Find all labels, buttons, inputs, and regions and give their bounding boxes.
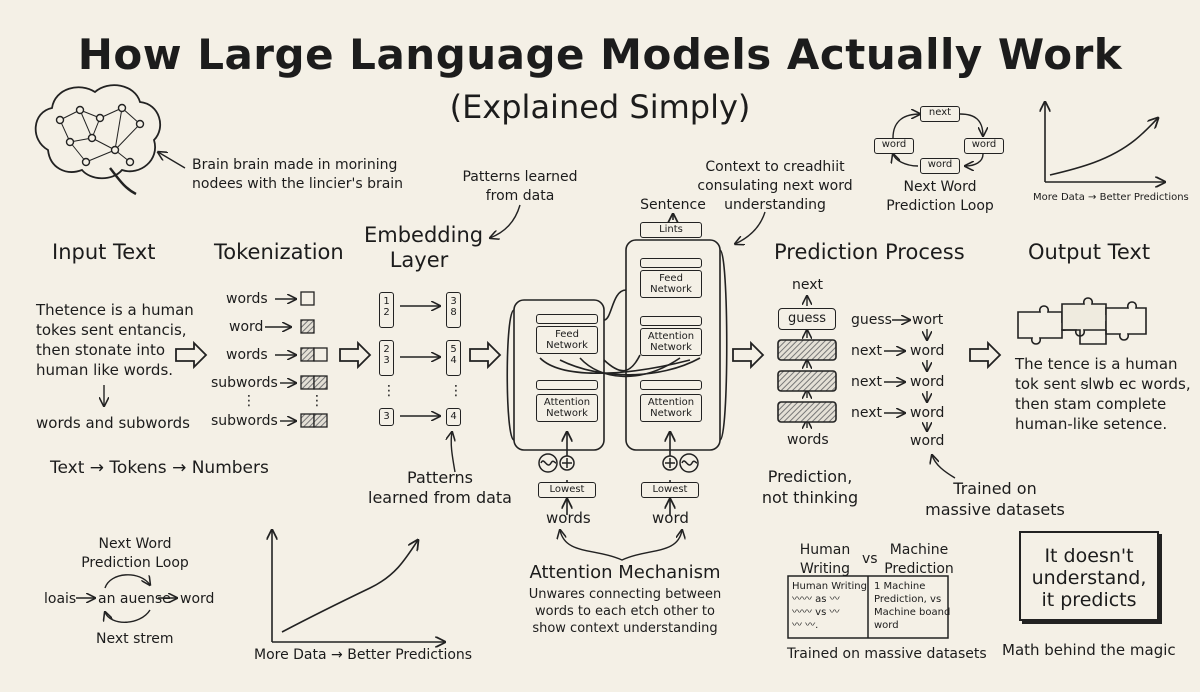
- prediction-row-left: next: [851, 374, 883, 390]
- prediction-row-right: word: [910, 343, 945, 359]
- token-row: word: [229, 319, 264, 335]
- top-loop-arrows: [893, 114, 983, 166]
- prediction-guess-box: guess: [778, 308, 836, 330]
- norm-box: [640, 316, 702, 326]
- prediction-row-left: next: [851, 343, 883, 359]
- comparison-caption: Trained on massive datasets: [787, 646, 987, 662]
- loop-bottom-right: word: [180, 591, 215, 607]
- magic-caption: Math behind the magic: [1002, 641, 1176, 659]
- input-bottom-label: words and subwords: [36, 414, 190, 432]
- prediction-next-label: next: [792, 277, 824, 293]
- lowest-box: Lowest: [538, 482, 596, 498]
- loop-next-box: next: [920, 106, 960, 122]
- prediction-input-label: words: [787, 432, 829, 448]
- prediction-bars: [777, 339, 837, 423]
- output-heading: Output Text: [1028, 240, 1151, 264]
- comparison-vs: vs: [862, 551, 878, 567]
- prediction-heading: Prediction Process: [774, 240, 965, 264]
- transformer-input-left: words: [546, 509, 591, 527]
- positional-encoding-icons: [538, 453, 699, 473]
- prediction-row-right: word: [910, 405, 945, 421]
- embedding-dots: ⋮: [382, 383, 396, 399]
- loop-word-right-box: word: [964, 138, 1004, 154]
- loop-bottom-caption: Next strem: [96, 631, 174, 647]
- comparison-human-panel: Human Writing〰〰 as 〰 〰〰 vs 〰〰 〰.: [792, 581, 867, 631]
- growth-top-caption: More Data → Better Predictions: [1033, 192, 1189, 203]
- token-row: words: [226, 291, 268, 307]
- brain-icon: [34, 84, 162, 196]
- embedding-vector-right: 4: [446, 408, 461, 426]
- prediction-row-right: wort: [912, 312, 944, 328]
- embedding-vector-left: 3: [379, 408, 394, 426]
- norm-box: [640, 380, 702, 390]
- puzzle-icon: [1017, 297, 1147, 345]
- prediction-row-right: word: [910, 374, 945, 390]
- norm-box: [640, 258, 702, 268]
- token-row: subwords: [211, 375, 278, 391]
- norm-box: [536, 314, 598, 324]
- loop-word-bottom-box: word: [920, 158, 960, 174]
- prediction-last-word: word: [910, 433, 945, 449]
- lints-box: Lints: [640, 222, 702, 238]
- loop-bottom-left: loais: [44, 591, 77, 607]
- growth-chart-bottom: [272, 530, 445, 642]
- token-row: words: [226, 347, 268, 363]
- page-title: How Large Language Models Actually Work: [77, 30, 1123, 79]
- loop-word-left-box: word: [874, 138, 914, 154]
- transformer-input-right: word: [652, 509, 689, 527]
- page-subtitle: (Explained Simply): [449, 88, 751, 126]
- token-dots: ⋮: [242, 393, 256, 409]
- tokenization-heading: Tokenization: [214, 240, 344, 264]
- sentence-label: Sentence: [640, 197, 706, 213]
- attention-heading: Attention Mechanism: [529, 562, 721, 583]
- prediction-row-left: next: [851, 405, 883, 421]
- growth-chart-top: [1045, 102, 1165, 182]
- embedding-dots: ⋮: [449, 383, 463, 399]
- token-dots: ⋮: [310, 393, 324, 409]
- token-row: subwords: [211, 413, 278, 429]
- stage-arrows: [175, 340, 1002, 370]
- flow-text: Text → Tokens → Numbers: [50, 458, 269, 478]
- growth-bottom-caption: More Data → Better Predictions: [254, 647, 473, 663]
- input-heading: Input Text: [52, 240, 156, 264]
- norm-box: [536, 380, 598, 390]
- loop-bottom-middle: an auense: [98, 591, 171, 607]
- lowest-box: Lowest: [641, 482, 699, 498]
- prediction-row-left: guess: [851, 312, 892, 328]
- prediction-caption: Prediction,not thinking: [761, 467, 859, 507]
- token-squares: [300, 291, 328, 428]
